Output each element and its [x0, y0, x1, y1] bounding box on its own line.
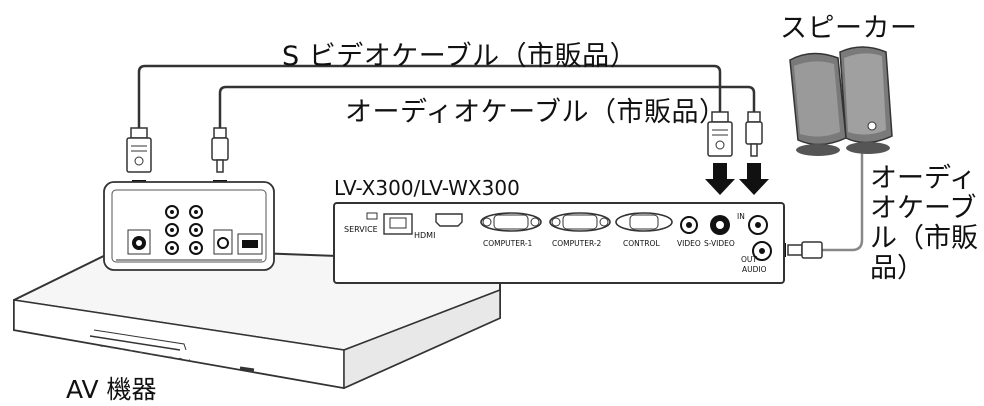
down-arrow-icon: [739, 163, 769, 195]
av-rear-panel: [103, 181, 275, 271]
svideo-plug-right: [707, 111, 733, 157]
svideo-plug-left: [126, 127, 152, 173]
down-arrow-icon: [705, 163, 735, 195]
audio-plug-left: [211, 127, 229, 173]
audio-cable-label-right: オーディオケーブル（市販品）: [870, 163, 978, 284]
audio-plug-right: [745, 111, 763, 157]
speaker-left: [789, 52, 847, 156]
audio-plug-horizontal: [787, 241, 823, 259]
audio-cable-top: [218, 85, 756, 130]
audio-cable-label: オーディオケーブル（市販品）: [345, 97, 727, 128]
svideo-cable: [137, 64, 722, 130]
port-label-service: SERVICE: [344, 225, 378, 234]
svideo-cable-label: S ビデオケーブル（市販品）: [282, 41, 638, 72]
speaker-label: スピーカー: [780, 13, 918, 44]
port-label-control: CONTROL: [623, 239, 660, 248]
projector-model-label: LV-X300/LV-WX300: [334, 176, 520, 200]
av-device-label: AV 機器: [66, 375, 157, 404]
projector-panel: [333, 202, 785, 284]
port-label-in: IN: [737, 212, 745, 221]
port-label-out: OUT: [741, 255, 757, 264]
port-label-computer2: COMPUTER-2: [552, 239, 602, 248]
port-label-audio: AUDIO: [742, 265, 767, 274]
port-label-hdmi: HDMI: [414, 231, 435, 240]
port-label-computer1: COMPUTER-1: [483, 239, 533, 248]
port-label-svideo: S-VIDEO: [704, 239, 735, 248]
port-label-video: VIDEO: [677, 239, 701, 248]
speaker-right: [839, 46, 893, 154]
